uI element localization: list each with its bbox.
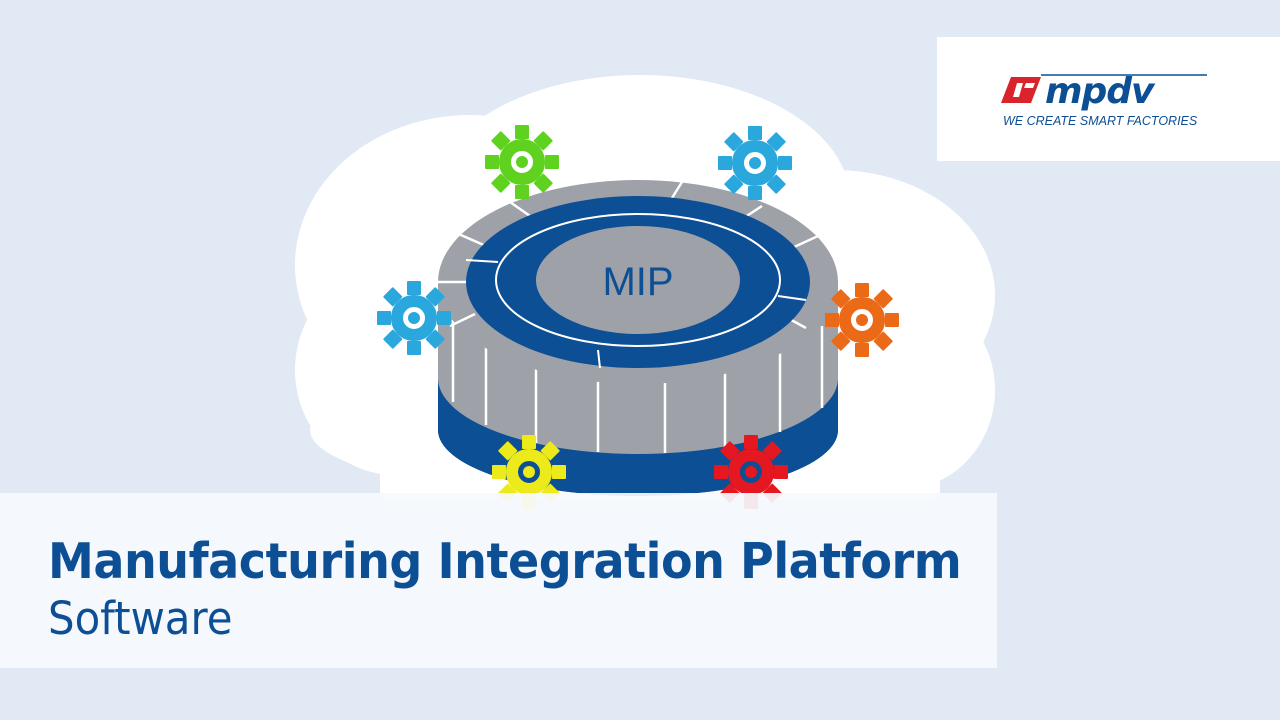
- gear-orange-icon: [825, 283, 899, 357]
- mpdv-logo: mpdv WE CREATE SMART FACTORIES: [937, 37, 1280, 161]
- mpdv-emblem-icon: [1001, 77, 1041, 103]
- mip-label: MIP: [602, 260, 673, 304]
- mpdv-tagline: WE CREATE SMART FACTORIES: [1003, 114, 1198, 128]
- title-banner: [0, 493, 997, 668]
- gear-cyan-top-icon: [718, 126, 792, 200]
- mpdv-wordmark: mpdv: [1045, 71, 1156, 112]
- gear-green-icon: [485, 125, 559, 199]
- banner-title: Manufacturing Integration Platform: [48, 533, 962, 590]
- mip-platform: MIP: [438, 180, 838, 496]
- banner-subtitle: Software: [48, 592, 233, 645]
- gear-cyan-left-icon: [377, 281, 451, 355]
